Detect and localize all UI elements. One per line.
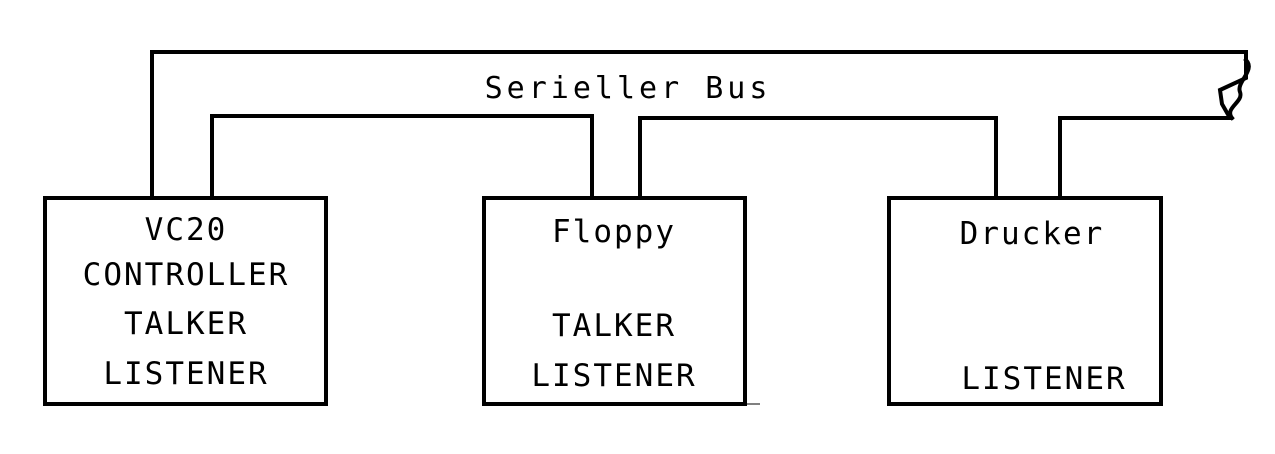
device-vc20-role-talker: TALKER	[124, 306, 248, 342]
device-floppy-name: Floppy	[552, 214, 676, 250]
device-floppy-box	[482, 196, 747, 406]
device-vc20-box	[43, 196, 328, 406]
bus-label: Serieller Bus	[485, 71, 772, 106]
device-drucker: Drucker LISTENER	[887, 196, 1163, 406]
device-vc20-role-controller: CONTROLLER	[83, 257, 290, 293]
device-floppy-role-talker: TALKER	[552, 308, 676, 344]
device-floppy: Floppy TALKER LISTENER	[482, 196, 747, 406]
device-drucker-box	[887, 196, 1163, 406]
bus-outer-line	[150, 50, 1248, 200]
bus-break-mark	[1228, 57, 1251, 121]
device-vc20-role-listener: LISTENER	[103, 356, 268, 392]
bus-link-vc20-floppy	[210, 114, 594, 200]
device-vc20: VC20 CONTROLLER TALKER LISTENER	[43, 196, 328, 406]
device-drucker-name: Drucker	[960, 216, 1105, 252]
bus-link-floppy-drucker	[638, 116, 998, 200]
device-drucker-role-listener: LISTENER	[961, 361, 1126, 397]
device-vc20-name: VC20	[145, 212, 228, 248]
device-floppy-role-listener: LISTENER	[531, 358, 696, 394]
